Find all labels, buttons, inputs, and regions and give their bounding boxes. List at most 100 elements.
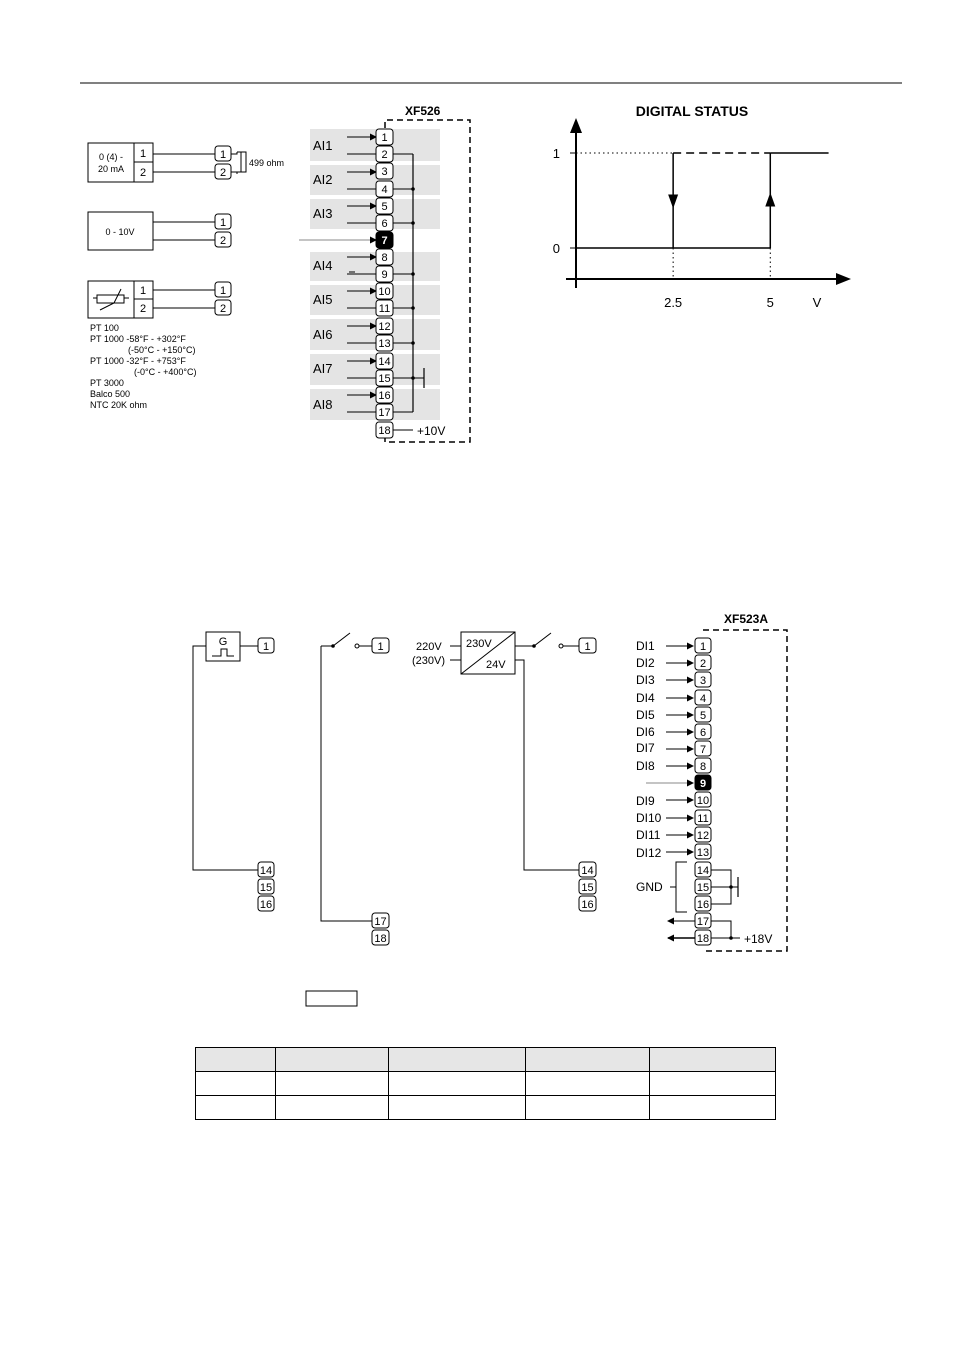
dry-contact-switch [321, 632, 351, 647]
table-header-cell [275, 1047, 389, 1072]
sensor-list: PT 100 PT 1000 -58°F - +302°F (-50°C - +… [90, 323, 196, 410]
di-terminal: 13 [697, 847, 709, 859]
sensor-list-item: PT 1000 -58°F - +302°F [90, 334, 186, 344]
resistor-symbol [240, 151, 247, 173]
table-header-cell [649, 1047, 776, 1072]
voltage-source-term-1: 1 [220, 217, 226, 229]
current-source-pin-2: 2 [140, 167, 146, 179]
table-header-cell [195, 1047, 276, 1072]
transformer-term-16: 16 [581, 899, 593, 911]
di-terminal: 11 [697, 813, 708, 825]
generator-term-14: 14 [260, 865, 272, 877]
spec-table [195, 1047, 776, 1120]
ai-terminal: 16 [378, 390, 390, 402]
table-cell [649, 1095, 776, 1120]
xf523a-label: XF523A [724, 612, 768, 626]
di-terminal: 3 [700, 675, 706, 687]
di-label: DI1 [636, 639, 655, 653]
ai-terminal: 12 [378, 321, 390, 333]
table-cell [195, 1095, 276, 1120]
di-terminal-unused: 9 [700, 778, 706, 790]
analog-inputs: AI1 AI2 AI3 AI4 AI5 AI6 AI7 AI8 [313, 138, 333, 412]
transformer-switch [515, 632, 552, 647]
table-cell [388, 1071, 526, 1096]
ai-label: AI4 [313, 258, 333, 273]
table-header-cell [525, 1047, 650, 1072]
ai-label: AI7 [313, 361, 333, 376]
di-terminal: 12 [697, 830, 709, 842]
transformer-term-15: 15 [581, 882, 593, 894]
di-terminal: 6 [700, 727, 706, 739]
rising-edge-arrow [765, 192, 776, 207]
xf526-label: XF526 [405, 104, 441, 118]
current-source-term-1: 1 [220, 149, 226, 161]
di-label: DI3 [636, 673, 655, 687]
ai-terminal: 8 [381, 252, 387, 264]
xf526-terminal-block: 1 2 3 4 5 6 7 8 9 10 11 12 13 1 [375, 128, 394, 439]
x-axis-label: V [813, 295, 822, 310]
transformer-out-label: 24V [486, 659, 506, 671]
current-source-term-2: 2 [220, 167, 226, 179]
rtd-term-1: 1 [220, 285, 226, 297]
di-supply-label: +18V [744, 932, 772, 946]
analog-wiring: 0 (4) - 20 mA 1 2 1 2 499 ohm 0 - 10V 1 … [87, 104, 471, 443]
resistor-label: 499 ohm [249, 158, 284, 168]
voltage-source-term-2: 2 [220, 235, 226, 247]
generator-label: G [219, 636, 228, 648]
mains-label-1: 220V [416, 641, 442, 653]
ai-terminal: 15 [378, 373, 390, 385]
ai-label: AI8 [313, 397, 333, 412]
di-label: DI4 [636, 691, 655, 705]
di-terminal: 10 [697, 795, 709, 807]
thermistor-icon [96, 294, 125, 304]
sensor-list-item: (-50°C - +150°C) [128, 345, 195, 355]
current-source-pin-1: 1 [140, 148, 146, 160]
di-label: DI11 [636, 828, 661, 842]
generator-term-1: 1 [263, 641, 269, 653]
ai-terminal: 4 [381, 184, 387, 196]
di-terminal: 14 [697, 865, 709, 877]
transformer-in-label: 230V [466, 638, 492, 650]
voltage-source-label: 0 - 10V [105, 227, 134, 237]
sensor-list-item: (-0°C - +400°C) [134, 367, 196, 377]
generator-term-15: 15 [260, 882, 272, 894]
ai-terminal: 9 [381, 269, 387, 281]
sensor-list-item: NTC 20K ohm [90, 400, 147, 410]
ai-label: AI1 [313, 138, 333, 153]
inline-blank-box [305, 990, 358, 1007]
ai-terminal: 10 [378, 286, 390, 298]
chart-title: DIGITAL STATUS [636, 103, 749, 119]
contact-term-18: 18 [374, 933, 386, 945]
table-cell [525, 1071, 650, 1096]
xf523a-dashed-outline [703, 629, 788, 952]
ai-label: AI6 [313, 327, 333, 342]
di-terminal: 15 [697, 882, 709, 894]
rtd-pin-2: 2 [140, 303, 146, 315]
ai-label: AI3 [313, 206, 333, 221]
contact-term-17: 17 [374, 916, 386, 928]
y-tick-label: 0 [553, 241, 560, 256]
di-terminal: 5 [700, 710, 706, 722]
digital-inputs: DI1 DI2 DI3 DI4 DI5 DI6 DI7 DI8 DI9 DI10… [636, 639, 662, 860]
di-terminal: 17 [697, 916, 709, 928]
pulse-icon [212, 648, 234, 657]
di-label: DI9 [636, 794, 655, 808]
ai-terminal: 14 [378, 356, 390, 368]
di-label: DI12 [636, 846, 662, 860]
current-source-label-2: 20 mA [98, 164, 124, 174]
table-cell [195, 1071, 276, 1096]
falling-edge-arrow [668, 194, 679, 209]
ai-terminal-unused: 7 [381, 235, 387, 247]
ai-label: AI5 [313, 292, 333, 307]
ai-label: AI2 [313, 172, 333, 187]
ai-terminal: 17 [378, 407, 390, 419]
ai-terminal: 2 [381, 149, 387, 161]
table-row [195, 1095, 776, 1120]
table-cell [275, 1095, 389, 1120]
di-terminal: 8 [700, 761, 706, 773]
table-cell [275, 1071, 389, 1096]
digital-wiring: G 1 14 15 16 1 17 18 230V 24V 220V (230V… [192, 612, 788, 952]
di-label: DI7 [636, 741, 655, 755]
di-terminal: 7 [700, 744, 706, 756]
